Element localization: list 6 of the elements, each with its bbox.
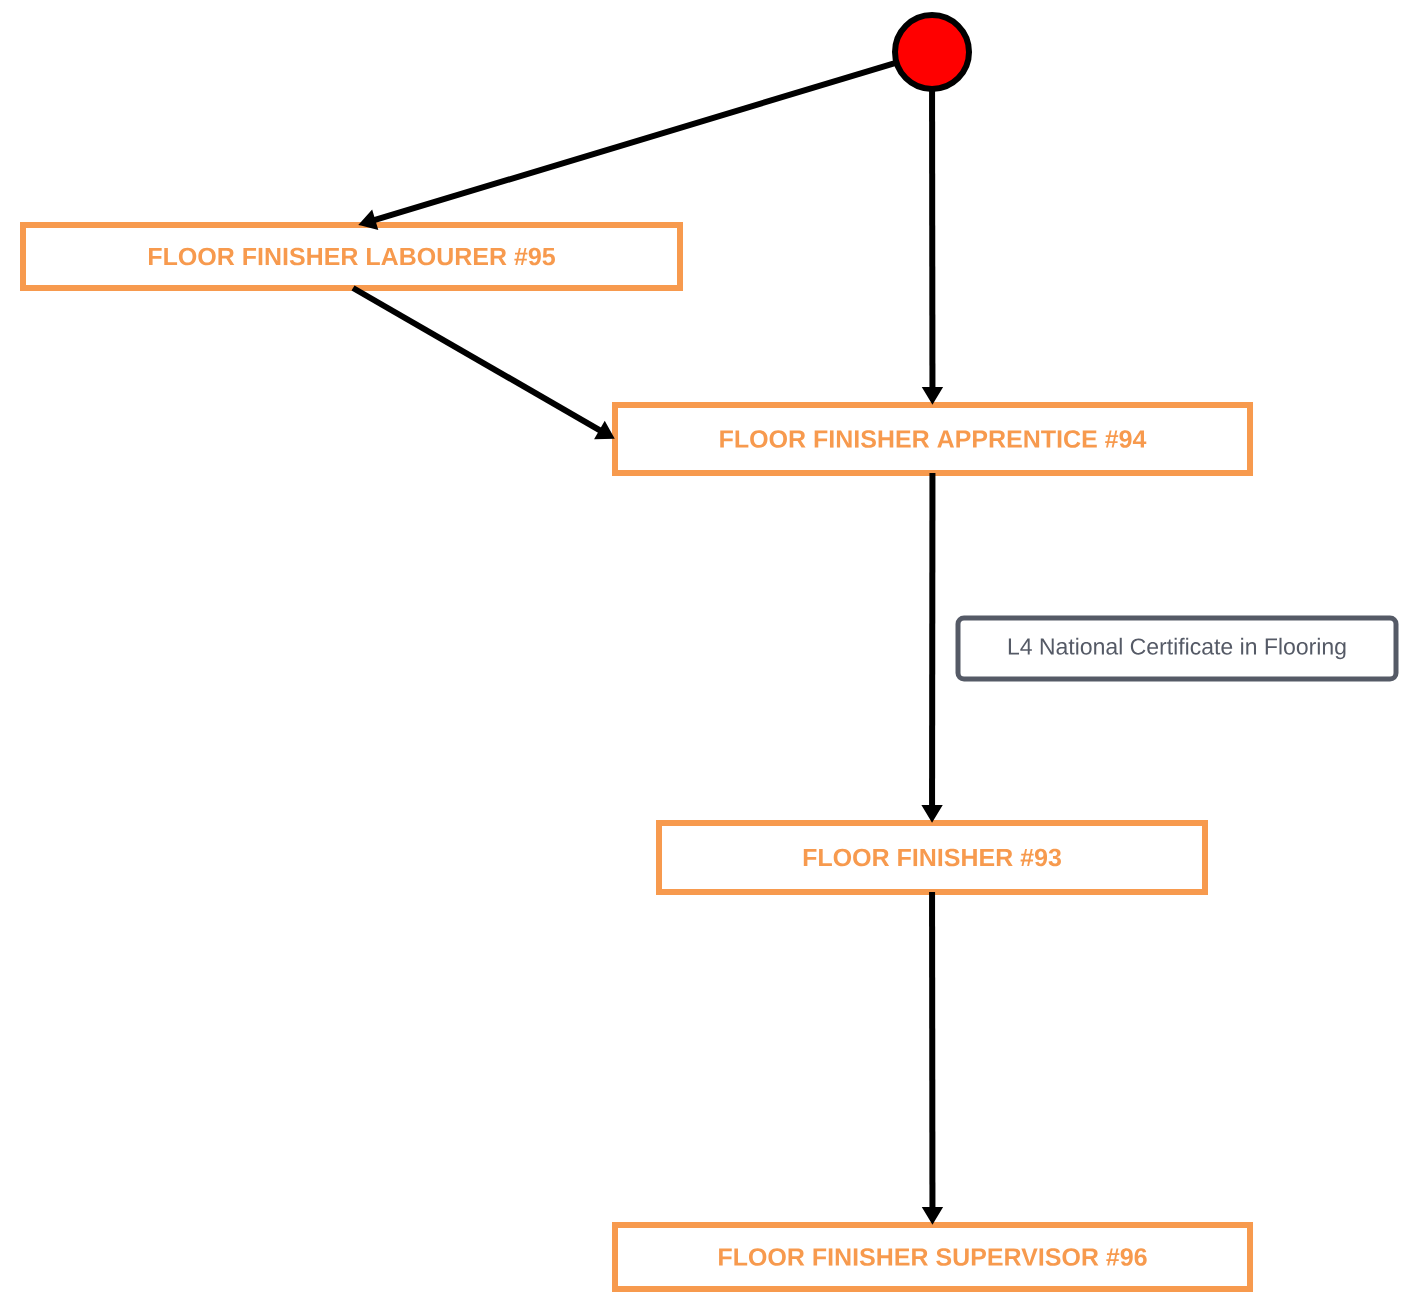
start-circle [892, 12, 972, 92]
role-box: FLOOR FINISHER LABOURER #95 [20, 222, 683, 291]
note-box: L4 National Certificate in Flooring [955, 615, 1399, 682]
role-box: FLOOR FINISHER #93 [656, 820, 1208, 895]
role-box: FLOOR FINISHER APPRENTICE #94 [612, 402, 1253, 476]
role-box: FLOOR FINISHER SUPERVISOR #96 [612, 1222, 1253, 1292]
